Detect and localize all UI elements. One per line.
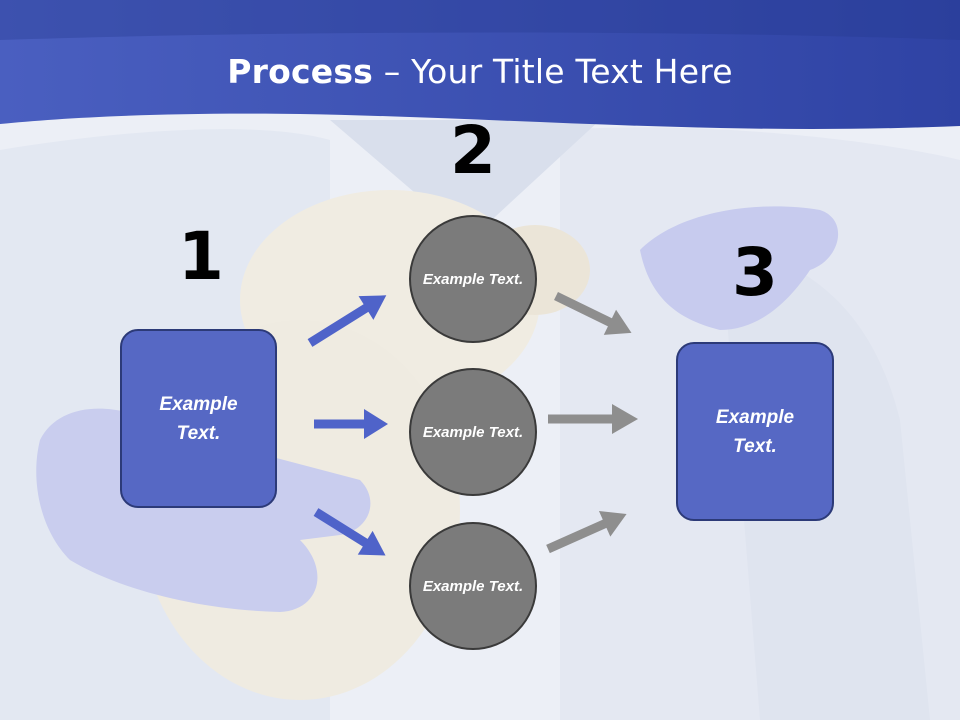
right-box-text: Example Text. bbox=[715, 406, 795, 457]
step-number-3: 3 bbox=[732, 234, 778, 311]
arrow-down-right-gray bbox=[554, 291, 632, 335]
arrow-down-right-blue bbox=[313, 508, 386, 556]
circle-text: Example Text. bbox=[422, 577, 524, 595]
circle-text: Example Text. bbox=[422, 423, 524, 441]
arrow-right-gray bbox=[548, 404, 638, 434]
arrow-up-right-gray bbox=[546, 510, 627, 554]
title-rest: – Your Title Text Here bbox=[373, 52, 733, 91]
circle-text: Example Text. bbox=[422, 270, 524, 288]
arrow-right-blue bbox=[314, 409, 388, 439]
process-circle-bottom: Example Text. bbox=[409, 522, 537, 650]
arrow-up-right-blue bbox=[307, 295, 387, 347]
process-circle-top: Example Text. bbox=[409, 215, 537, 343]
left-box-text: Example Text. bbox=[159, 393, 238, 444]
right-process-box: Example Text. bbox=[676, 342, 834, 521]
step-number-2: 2 bbox=[450, 112, 496, 189]
slide-title: Process – Your Title Text Here bbox=[0, 52, 960, 91]
title-bold: Process bbox=[227, 52, 374, 91]
step-number-1: 1 bbox=[178, 218, 224, 295]
left-process-box: Example Text. bbox=[120, 329, 277, 508]
process-circle-middle: Example Text. bbox=[409, 368, 537, 496]
